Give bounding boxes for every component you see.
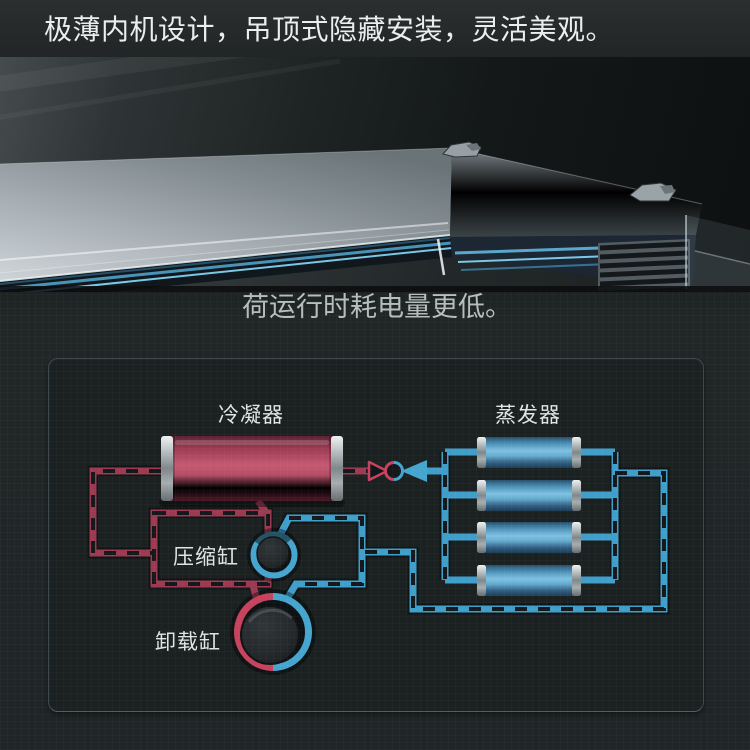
unloader-circle	[230, 589, 316, 675]
unloader-cold-half	[272, 593, 312, 671]
unloader-hot-half	[234, 593, 274, 671]
valve-cold-half	[393, 461, 404, 481]
diagram-section: 荷运行时耗电量更低。	[0, 292, 750, 750]
cold-pipe-dashes	[289, 452, 666, 611]
evaporator-cylinder	[477, 522, 581, 553]
unit-top-surface	[0, 147, 453, 281]
ac-unit-render	[0, 57, 750, 292]
condenser-label: 冷凝器	[218, 404, 284, 427]
photo-bottom-shadow	[0, 286, 750, 292]
glass-edge-highlights	[0, 215, 750, 292]
mounting-bracket-left	[442, 141, 482, 158]
condenser-cylinder	[159, 436, 345, 507]
refrigeration-diagram-panel: 冷凝器 蒸发器 压缩缸 卸载缸	[48, 358, 704, 712]
unloader-label: 卸载缸	[155, 631, 221, 654]
valve-hot-half	[384, 461, 395, 481]
expansion-valve	[367, 460, 427, 482]
hot-pipe-dashes	[91, 469, 369, 586]
page-title: 极薄内机设计，吊顶式隐藏安装，灵活美观。	[44, 14, 615, 45]
evaporator-label: 蒸发器	[495, 404, 561, 427]
valve-body	[385, 462, 403, 480]
hot-flow-arrow	[367, 460, 389, 482]
refrigeration-circuit	[87, 436, 670, 675]
mounting-bracket-right	[629, 182, 677, 202]
headline-band: 极薄内机设计，吊顶式隐藏安装，灵活美观。	[0, 0, 750, 57]
compressor-label: 压缩缸	[173, 546, 239, 569]
vent-grille	[598, 239, 690, 291]
product-photo	[0, 57, 750, 292]
hero-caption: 荷运行时耗电量更低。	[242, 292, 512, 322]
cold-flow-arrow	[401, 460, 427, 482]
evaporator-cylinder	[477, 480, 581, 511]
compressor-circle	[247, 528, 301, 582]
evaporator-cylinder	[477, 565, 581, 596]
light-streaks	[0, 57, 341, 120]
evaporator-cylinder	[477, 437, 581, 468]
evaporator-bank	[477, 437, 581, 596]
